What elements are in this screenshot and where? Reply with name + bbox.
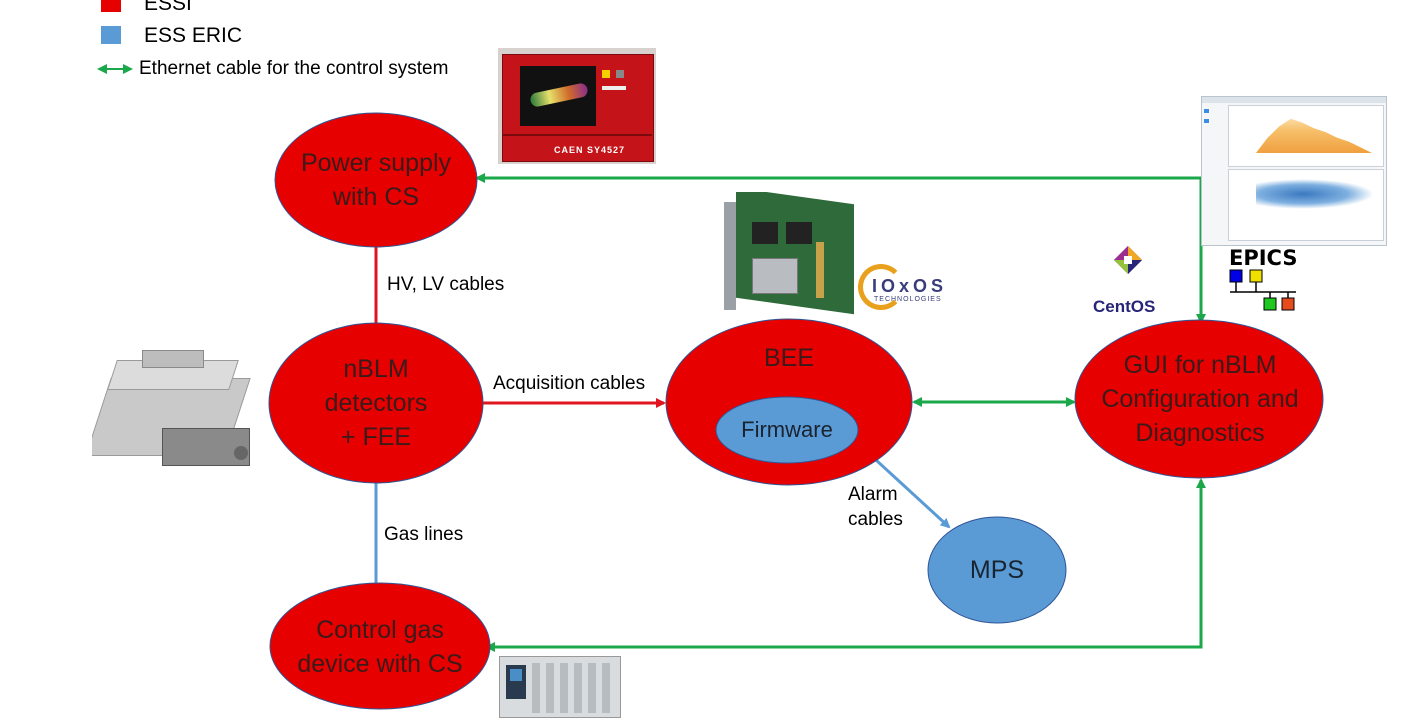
hv-lv-cables-label: HV, LV cables — [387, 274, 505, 295]
epics-logo-text: EPICS — [1229, 246, 1298, 270]
power-supply-label: Power supply with CS — [300, 149, 452, 211]
node-gui — [1074, 319, 1324, 479]
caen-label: CAEN SY4527 — [554, 145, 626, 155]
gas-control-photo — [499, 656, 621, 718]
gui-label: GUI for nBLM Configuration and Diagnosti… — [1101, 351, 1299, 447]
centos-logo-icon — [1098, 244, 1158, 292]
alarm-cables-label: Alarm cables — [848, 484, 903, 530]
mps-label: MPS — [969, 556, 1025, 584]
caen-crate-photo: CAEN SY4527 — [498, 48, 656, 164]
legend-ess-eric-swatch — [101, 26, 121, 44]
firmware-label: Firmware — [741, 417, 833, 442]
bee-label: BEE — [763, 344, 815, 372]
ioxos-board-photo — [716, 192, 856, 316]
ioxos-logo-text: IOxOS — [872, 276, 948, 296]
legend-ess-eric-label: ESS ERIC — [144, 24, 243, 47]
epics-logo-icon — [1228, 268, 1298, 314]
node-mps — [927, 516, 1067, 624]
legend-essi-swatch — [101, 0, 121, 12]
ioxos-logo-subtext: TECHNOLOGIES — [874, 296, 942, 303]
legend-ethernet-label: Ethernet cable for the control system — [139, 58, 449, 79]
gas-lines-label: Gas lines — [384, 524, 464, 545]
centos-logo-text: CentOS — [1093, 297, 1156, 316]
node-control-gas — [269, 582, 491, 710]
node-power-supply — [274, 112, 478, 248]
node-firmware — [715, 396, 859, 464]
nblm-detector-photo — [92, 350, 262, 472]
legend-essi-label: ESSI — [144, 0, 192, 15]
gui-screenshot — [1201, 96, 1387, 246]
control-gas-label: Control gas device with CS — [297, 616, 463, 678]
node-nblm-detectors — [268, 322, 484, 484]
nblm-detectors-label: nBLM detectors + FEE — [324, 355, 428, 451]
acquisition-cables-label: Acquisition cables — [493, 373, 646, 394]
edge-ethernet-control-gas — [485, 478, 1206, 652]
ioxos-logo: IOxOS TECHNOLOGIES — [856, 262, 956, 312]
